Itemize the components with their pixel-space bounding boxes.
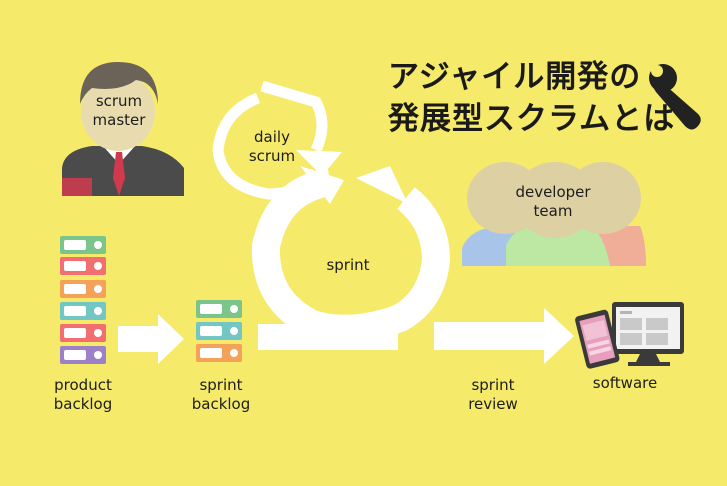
arrow-to-software xyxy=(434,308,574,364)
sprint-loop-arrow xyxy=(251,166,451,343)
team-icon xyxy=(462,162,646,266)
tablet-icon xyxy=(575,309,620,369)
sprint-backlog-label: sprint backlog xyxy=(191,376,251,413)
arrow-to-sprint-backlog xyxy=(118,314,184,364)
person-icon xyxy=(62,62,184,196)
software-label: software xyxy=(592,374,658,392)
scrum-master-label: scrum master xyxy=(92,92,146,129)
product-backlog-label: product backlog xyxy=(53,376,113,413)
title-line-2: 発展型スクラムとは xyxy=(388,101,676,137)
daily-scrum-label: daily scrum xyxy=(248,128,296,165)
server-stack-icon xyxy=(196,300,242,362)
sprint-label: sprint xyxy=(326,256,370,274)
developer-team-label: developer team xyxy=(515,183,591,220)
sprint-review-label: sprint review xyxy=(468,376,518,413)
page-title: アジャイル開発の 発展型スクラムとは xyxy=(388,56,675,140)
server-stack-icon xyxy=(60,236,106,364)
title-line-1: アジャイル開発の xyxy=(388,59,642,95)
wrench-icon xyxy=(649,64,701,130)
monitor-icon xyxy=(612,302,684,366)
arrow-into-sprint xyxy=(258,324,398,350)
